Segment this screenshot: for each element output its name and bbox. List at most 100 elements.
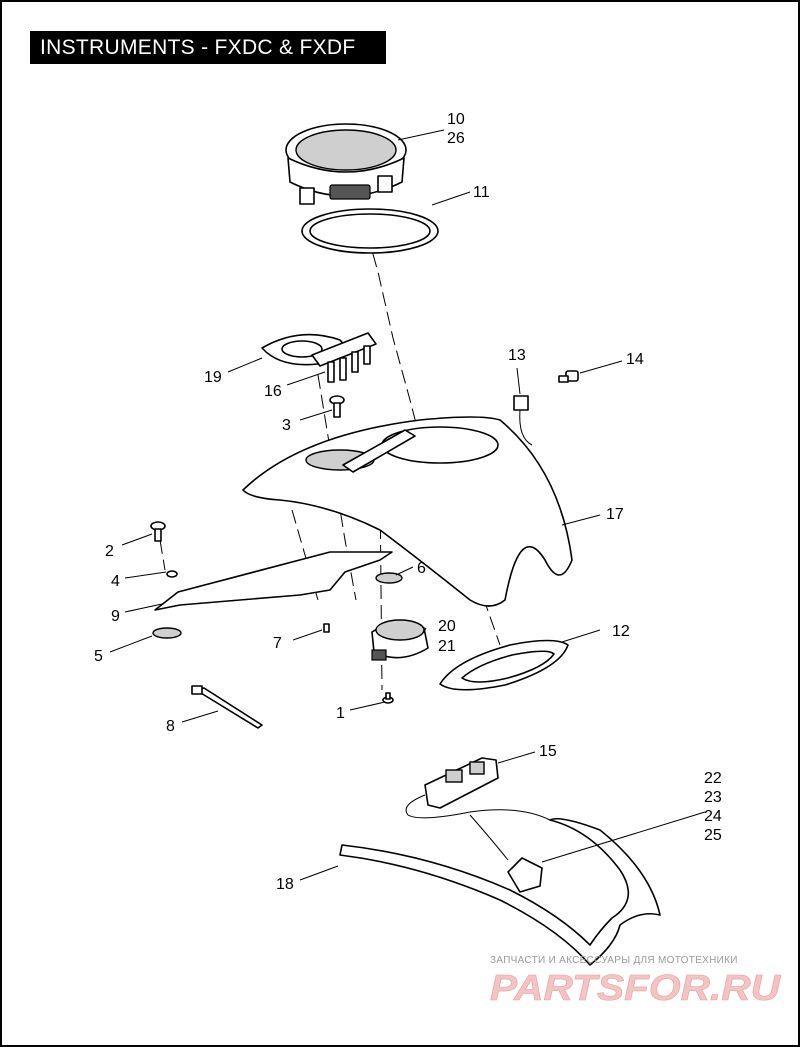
callout-19: 19 — [204, 369, 222, 386]
leader-13 — [516, 367, 521, 395]
connector-13-body — [513, 395, 529, 411]
callout-4: 4 — [111, 573, 120, 590]
cable-strap — [191, 685, 263, 729]
ignition-switch-terminal — [371, 649, 387, 661]
console-housing — [242, 416, 573, 607]
callout-21: 21 — [438, 638, 456, 655]
callout-20: 20 — [438, 618, 456, 635]
callout-3: 3 — [282, 417, 291, 434]
harness-connector — [469, 814, 543, 893]
callout-8: 8 — [166, 718, 175, 735]
callout-18: 18 — [276, 876, 294, 893]
callout-25: 25 — [704, 827, 722, 844]
mounting-bracket — [154, 551, 393, 611]
connector-13-wire — [519, 409, 533, 446]
callout-9: 9 — [111, 608, 120, 625]
screw-3-shank — [333, 402, 341, 418]
callout-17: 17 — [606, 506, 624, 523]
ignition-switch-top — [375, 619, 425, 641]
gauge-gasket — [301, 208, 439, 254]
gasket-inner — [309, 213, 431, 249]
speedometer-gauge — [285, 123, 407, 205]
leader-15 — [497, 751, 536, 764]
leader-9 — [124, 603, 163, 613]
callout-24: 24 — [704, 808, 722, 825]
lamp-pin-2 — [339, 357, 347, 381]
gauge-housing — [287, 157, 405, 197]
cable-strap-band — [195, 687, 263, 729]
diagram-title: INSTRUMENTS - FXDC & FXDF — [40, 35, 356, 59]
screw-2-shank — [154, 528, 162, 542]
lamp-pin-4 — [363, 345, 371, 365]
leader-5 — [109, 635, 153, 653]
switch-harness-wire — [405, 794, 551, 821]
bracket-plate — [154, 551, 393, 611]
console-lamp-slot — [342, 429, 416, 473]
switch-housing-body — [424, 757, 499, 809]
callout-10: 10 — [447, 111, 465, 128]
washer-4 — [166, 570, 178, 578]
lamp-pin-1 — [327, 361, 335, 383]
fastener-1 — [382, 692, 394, 704]
pin-7 — [323, 623, 330, 633]
clip-5 — [152, 627, 182, 639]
leader-6 — [395, 566, 414, 576]
assembly-line-gauge — [361, 214, 429, 471]
trim-ring — [439, 639, 569, 691]
screw-14-shank — [558, 375, 569, 383]
callout-23: 23 — [704, 789, 722, 806]
cable-strap-head — [191, 685, 203, 695]
indicator-lamp-housing — [311, 332, 377, 383]
indicator-connector — [513, 395, 533, 446]
lamp-housing-body — [311, 332, 377, 367]
leader-14 — [579, 360, 623, 374]
trim-ring-inner — [461, 650, 555, 683]
leader-lines — [109, 129, 706, 881]
handlebar-switch-housing — [405, 757, 551, 821]
title-bar: INSTRUMENTS - FXDC & FXDF — [30, 31, 386, 64]
callout-7: 7 — [273, 635, 282, 652]
clip-6 — [375, 572, 403, 584]
harness-connector-wire — [469, 814, 509, 861]
watermark: ЗАПЧАСТИ И АКСЕССУАРЫ ДЛЯ МОТОТЕХНИКИ PA… — [490, 955, 782, 1008]
assembly-line-screw — [159, 539, 166, 571]
lamp-pin-3 — [351, 351, 359, 373]
harness-connector-body — [507, 857, 543, 893]
switch-button-1 — [445, 769, 463, 783]
leader-20 — [423, 627, 427, 633]
leader-7 — [292, 629, 323, 641]
callout-15: 15 — [539, 743, 557, 760]
callout-16: 16 — [264, 383, 282, 400]
screw-14 — [558, 370, 579, 383]
leader-8 — [181, 710, 219, 723]
leader-10 — [397, 129, 445, 141]
leader-16 — [286, 371, 326, 386]
callout-26: 26 — [447, 130, 465, 147]
ignition-switch — [371, 619, 429, 661]
assembly-line-bracket — [317, 374, 357, 601]
screw-2 — [150, 521, 166, 542]
assembly-line-clip — [291, 509, 319, 601]
callout-labels: 10 26 11 13 14 19 16 3 17 2 4 6 9 20 21 … — [94, 111, 722, 893]
callout-12: 12 — [612, 623, 630, 640]
callout-13: 13 — [508, 347, 526, 364]
gauge-connector — [329, 184, 371, 200]
callout-22: 22 — [704, 770, 722, 787]
leader-12 — [561, 629, 601, 643]
leader-3 — [299, 409, 333, 421]
callout-11: 11 — [473, 184, 490, 201]
leader-4 — [124, 571, 167, 579]
screw-3 — [329, 395, 345, 418]
callout-2: 2 — [105, 543, 114, 560]
callout-6: 6 — [417, 560, 426, 577]
indicator-gasket-hole — [281, 340, 323, 358]
harness-channel — [339, 817, 661, 966]
leader-2 — [121, 533, 153, 546]
callout-14: 14 — [626, 351, 644, 368]
callout-1: 1 — [336, 705, 345, 722]
leader-17 — [561, 514, 601, 526]
gauge-mount-right — [377, 175, 393, 193]
gauge-mount-left — [299, 187, 315, 205]
leader-1 — [349, 701, 386, 711]
